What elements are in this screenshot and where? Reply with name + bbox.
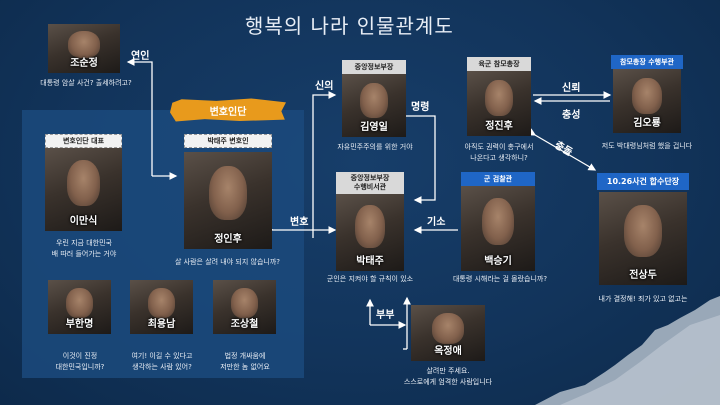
character-card-jeong-jinhu: 정진후 xyxy=(467,71,531,136)
character-name: 정인후 xyxy=(214,234,242,245)
portrait-image xyxy=(481,197,515,246)
character-quote: 아직도 권력이 총구에서 나온다고 생각하니? xyxy=(464,143,534,162)
character-quote: 자유민주주의를 위한 거야 xyxy=(337,143,413,151)
relation-label-spouse: 부부 xyxy=(376,310,395,321)
character-name: 백승기 xyxy=(484,256,512,267)
character-name: 전상두 xyxy=(629,270,657,281)
character-name: 이만식 xyxy=(69,216,98,227)
character-quote: 대통령 시해라는 걸 몰랐습니까? xyxy=(452,275,548,283)
character-card-choi-yongnam: 최용남 xyxy=(130,280,193,334)
character-card-kim-yeongil: 김영일 xyxy=(342,74,406,137)
character-role-tag: 박태주 변호인 xyxy=(184,134,272,148)
character-role-tag: 변호인단 대표 xyxy=(45,134,122,148)
character-quote: 법정 개싸움에 저만한 놈 없어요 xyxy=(220,352,270,371)
character-quote: 우린 지금 대한민국 배 따러 들어가는 거야 xyxy=(51,239,117,258)
character-role-tag: 중앙정보부장 수행비서관 xyxy=(336,172,404,194)
character-name: 조순정 xyxy=(70,58,98,69)
character-card-jeon-sangdu: 전상두 xyxy=(599,192,687,285)
character-role-tag: 육군 참모총장 xyxy=(467,57,531,71)
portrait-image xyxy=(623,205,663,258)
portrait-image xyxy=(431,312,465,345)
character-card-ok-jeongae: 옥정애 xyxy=(411,305,485,361)
character-name: 김오룡 xyxy=(633,118,661,129)
portrait-image xyxy=(359,82,389,119)
character-name: 최용남 xyxy=(147,319,176,330)
portrait-image xyxy=(230,287,259,318)
page-title: 행복의 나라 인물관계도 xyxy=(245,14,454,38)
portrait-image xyxy=(147,287,176,318)
character-role-tag: 중앙정보부장 xyxy=(342,60,406,74)
character-quote: 군인은 지켜야 할 규칙이 있소 xyxy=(326,275,414,283)
character-card-jo-sunjeong: 조순정 xyxy=(48,24,120,73)
relation-label-defense: 변호 xyxy=(290,217,309,228)
portrait-image xyxy=(355,204,385,248)
character-name: 조상철 xyxy=(230,319,259,330)
character-card-bu-hanmyeong: 부한명 xyxy=(48,280,111,334)
character-name: 옥정애 xyxy=(434,346,462,357)
character-name: 박태주 xyxy=(356,256,384,267)
portrait-image xyxy=(66,159,101,207)
character-quote: 살 사람은 살려 내야 되지 않습니까? xyxy=(174,258,280,266)
portrait-image xyxy=(65,287,94,318)
character-name: 김영일 xyxy=(360,122,388,133)
character-card-baek-seunggi: 백승기 xyxy=(461,186,535,271)
character-card-park-taeju: 박태주 xyxy=(336,194,404,271)
character-quote: 대통령 암살 사건? 출세하려고? xyxy=(40,79,132,87)
character-card-kim-orong: 김오룡 xyxy=(613,69,681,133)
character-role-tag: 참모총장 수행부관 xyxy=(611,55,683,69)
relation-label-lovers: 연인 xyxy=(131,51,150,62)
portrait-image xyxy=(208,165,248,220)
character-quote: 저도 박대령님처럼 했을 겁니다 xyxy=(601,142,693,150)
portrait-image xyxy=(484,80,514,117)
character-role-tag: 10.26사건 합수단장 xyxy=(597,173,689,190)
relation-label-allegiance: 충성 xyxy=(562,110,581,121)
character-card-jeong-inhu: 정인후 xyxy=(184,152,272,249)
character-role-tag: 군 검찰관 xyxy=(461,172,535,186)
character-name: 부한명 xyxy=(65,319,94,330)
character-quote: 내가 결정해! 죄가 있고 없고는 xyxy=(598,295,688,303)
character-quote: 이것이 진정 대한민국입니까? xyxy=(55,352,105,371)
portrait-image xyxy=(632,77,662,114)
relation-label-trust: 신뢰 xyxy=(562,83,581,94)
portrait-image xyxy=(68,30,100,59)
relation-label-order: 명령 xyxy=(411,102,430,113)
defense-team-label: 변호인단 xyxy=(170,98,286,122)
character-card-jo-sangcheol: 조상철 xyxy=(213,280,276,334)
character-quote: 살려만 주세요. 스스로에게 엄격한 사람입니다 xyxy=(403,367,493,386)
relation-label-loyalty: 신의 xyxy=(315,81,334,92)
character-card-lee-mansik: 이만식 xyxy=(45,148,122,231)
relation-label-prosecution: 기소 xyxy=(427,217,446,228)
character-quote: 여기! 이길 수 있다고 생각하는 사람 있어? xyxy=(131,352,193,371)
character-name: 정진후 xyxy=(485,121,513,132)
